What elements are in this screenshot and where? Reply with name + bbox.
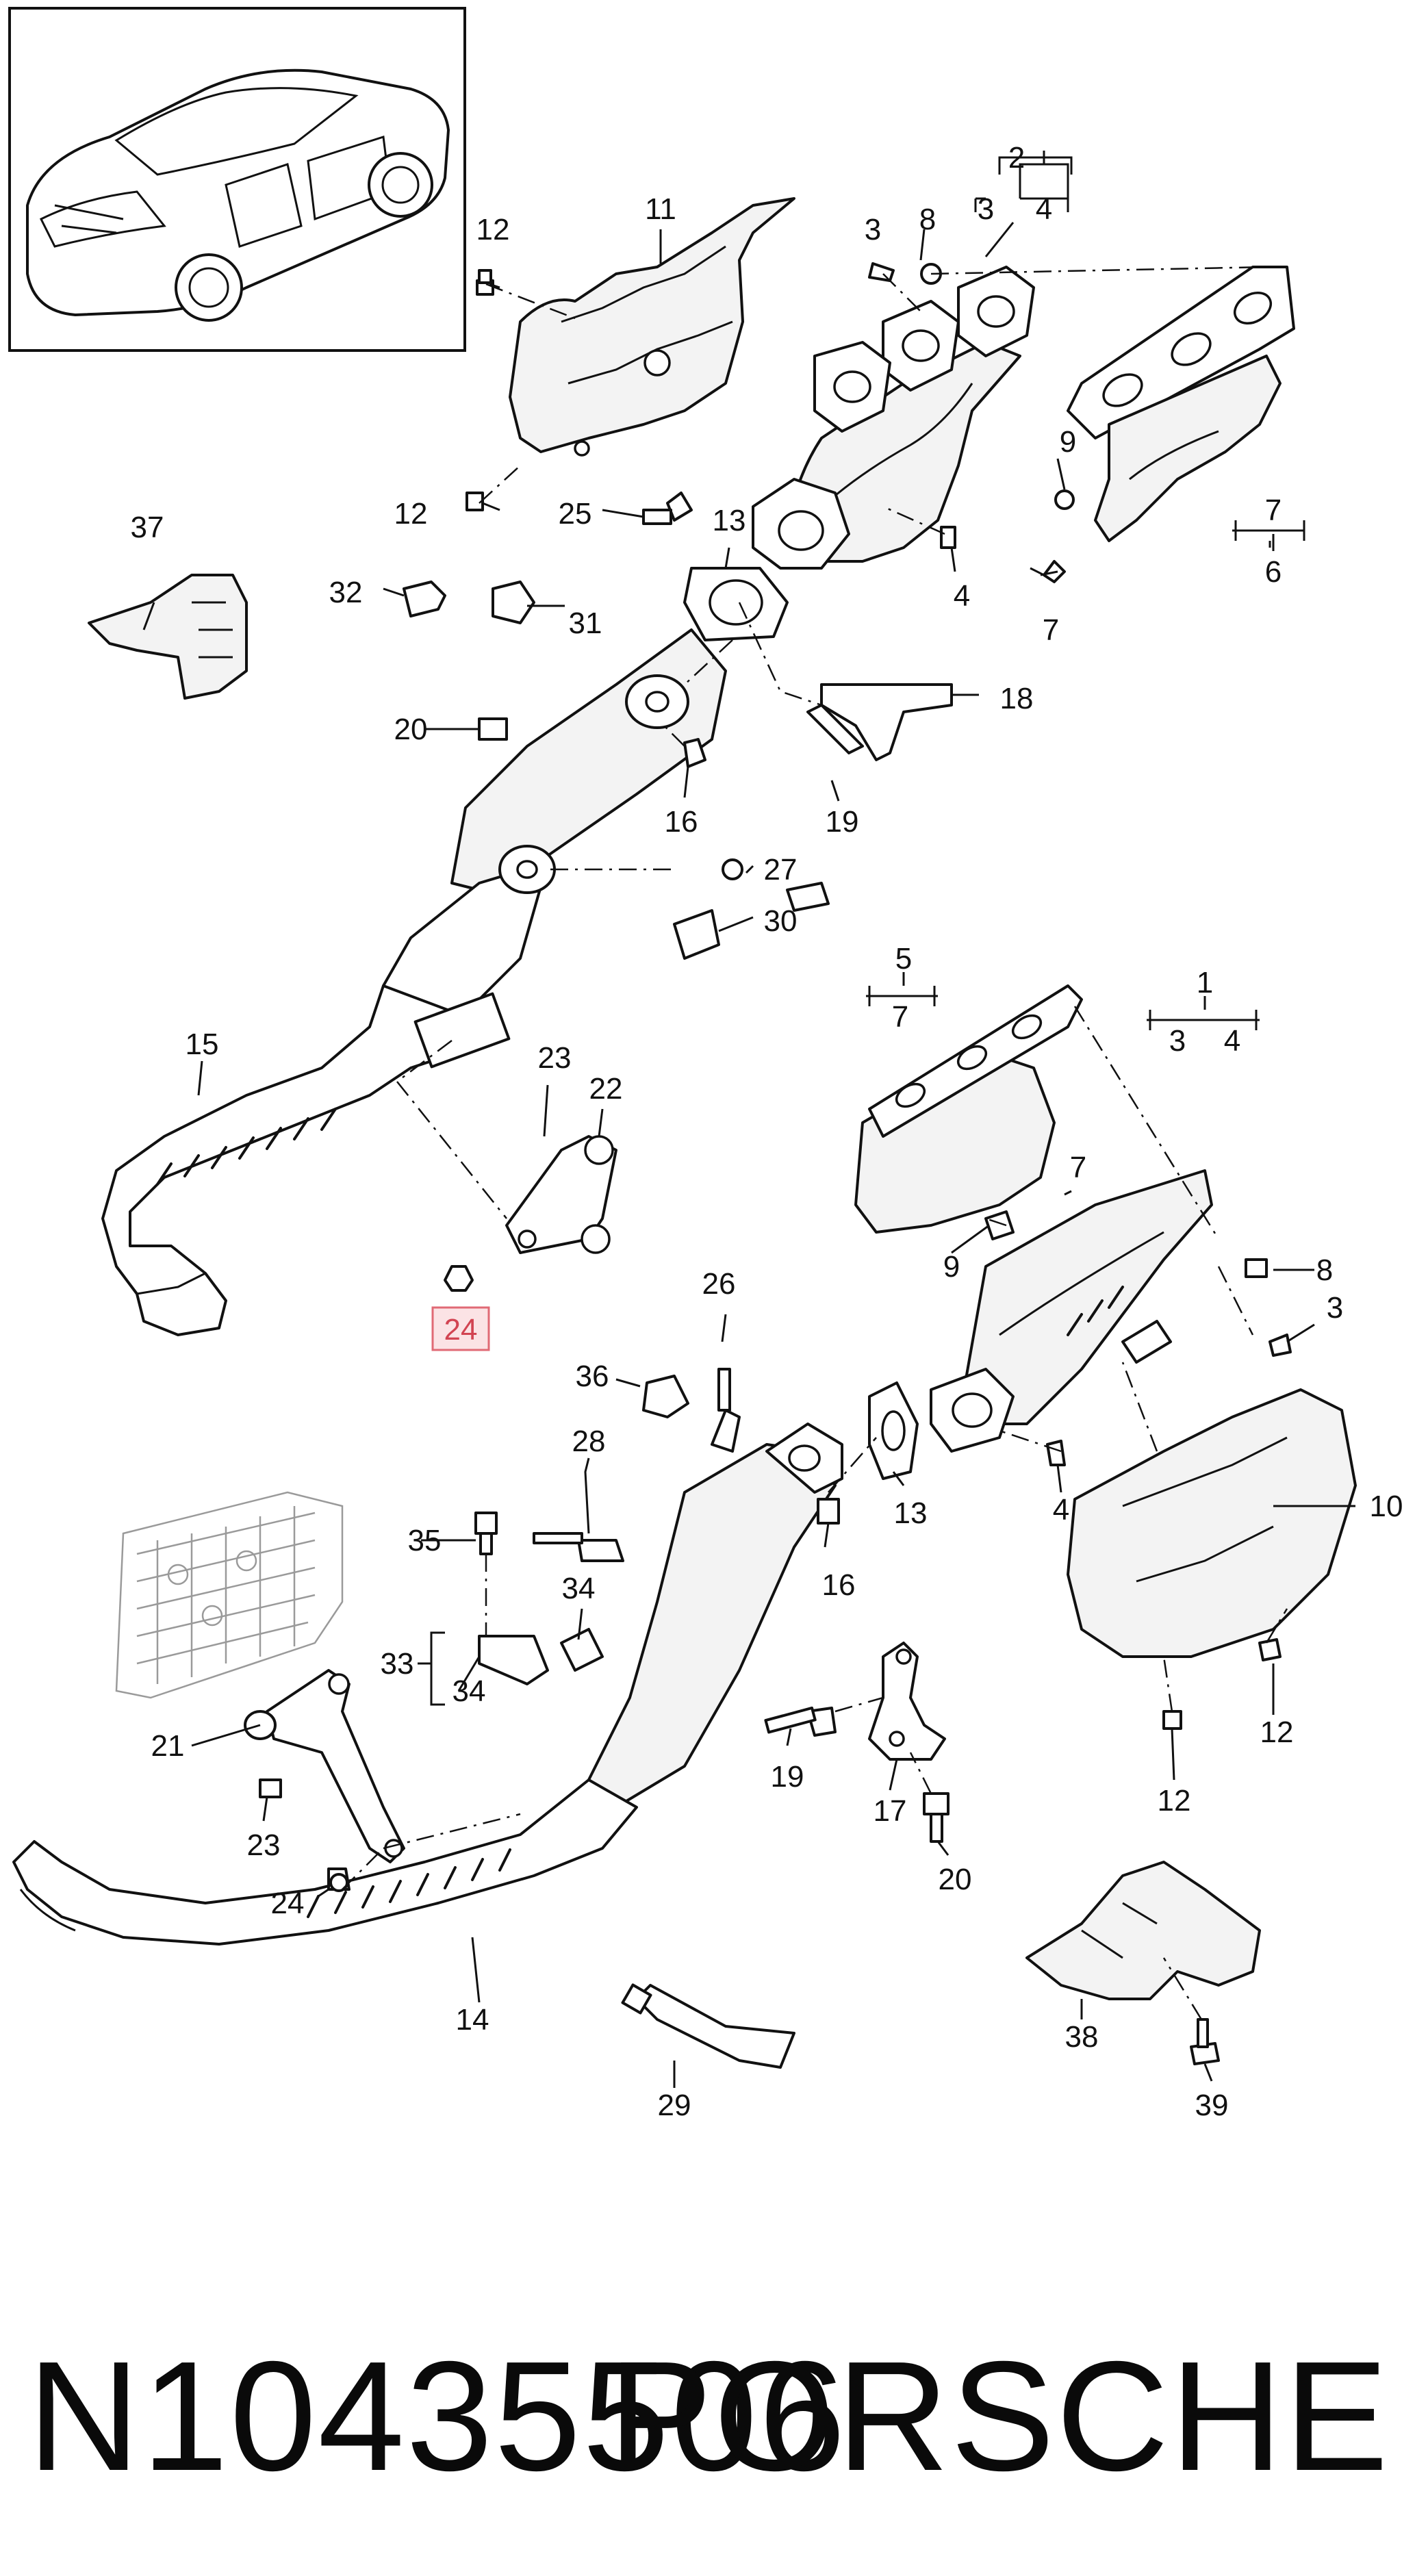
callout-13: 13 (894, 1496, 928, 1530)
callout-32: 32 (329, 576, 363, 609)
callout-39: 39 (1195, 2089, 1229, 2122)
callout-1: 1 (1197, 966, 1213, 999)
callout-12: 12 (1158, 1784, 1191, 1818)
callout-27: 27 (764, 853, 798, 887)
callout-3: 3 (865, 213, 881, 246)
callout-5: 5 (895, 942, 912, 975)
gasket-13-mid (868, 1381, 919, 1480)
callout-3: 3 (978, 192, 994, 226)
heat-shield-10 (1067, 1388, 1357, 1658)
callout-25: 25 (559, 497, 592, 531)
callout-19: 19 (826, 805, 859, 839)
bracket-21 (244, 1669, 405, 1863)
manifold-gasket-7-top (1067, 266, 1295, 439)
callout-18: 18 (1000, 682, 1034, 715)
heat-shield-11 (509, 197, 795, 457)
callout-16: 16 (822, 1568, 856, 1602)
callout-36: 36 (576, 1360, 609, 1393)
callout-3: 3 (1169, 1024, 1186, 1058)
paste-tube-29 (621, 1983, 795, 2069)
callout-8: 8 (1316, 1253, 1333, 1287)
callout-38: 38 (1065, 2020, 1099, 2054)
brand-name: PORSCHE (608, 2330, 1390, 2503)
callout-9: 9 (943, 1250, 960, 1284)
vehicle-thumbnail (8, 7, 466, 352)
callout-13: 13 (713, 504, 746, 537)
callout-23: 23 (538, 1041, 572, 1075)
callout-4: 4 (1036, 192, 1052, 226)
callout-30: 30 (764, 904, 798, 938)
callout-17: 17 (874, 1794, 907, 1828)
callout-20: 20 (939, 1863, 972, 1896)
callout-3: 3 (1327, 1291, 1343, 1325)
callout-7: 7 (1043, 613, 1059, 647)
callout-12: 12 (1260, 1716, 1294, 1749)
exhaust-manifold-1 (930, 1169, 1213, 1453)
callout-9: 9 (1060, 425, 1076, 459)
callout-4: 4 (1224, 1024, 1240, 1058)
highlighted-callout[interactable]: 24 (431, 1265, 490, 1351)
callout-11: 11 (645, 192, 676, 226)
callout-31: 31 (569, 607, 602, 640)
gasket-13-top (683, 567, 789, 641)
callout-4: 4 (1053, 1493, 1069, 1527)
callout-34: 34 (452, 1674, 486, 1708)
highlight-box (431, 1306, 490, 1351)
callout-8: 8 (919, 203, 936, 236)
callout-24: 24 (271, 1887, 305, 1920)
exhaust-manifold-2 (752, 266, 1035, 570)
callout-26: 26 (702, 1267, 736, 1301)
part-number: N10435506 (27, 2330, 847, 2503)
callout-23: 23 (247, 1828, 281, 1862)
heat-shield-5 (854, 984, 1083, 1234)
heat-shield-6 (1094, 355, 1282, 542)
callout-2: 2 (1008, 141, 1025, 175)
bracket-37 (88, 574, 248, 700)
callout-33: 33 (381, 1647, 414, 1681)
engine-block-outline (115, 1491, 344, 1699)
callout-29: 29 (658, 2089, 691, 2122)
callout-19: 19 (771, 1760, 804, 1794)
callout-12: 12 (476, 213, 510, 246)
callout-7: 7 (1265, 494, 1282, 527)
callout-37: 37 (131, 511, 164, 544)
callout-35: 35 (408, 1524, 442, 1557)
callout-16: 16 (665, 805, 698, 839)
callout-12: 12 (394, 497, 428, 531)
callout-labels: 11 12 12 2 3 4 3 8 9 7 6 7 4 13 25 37 32… (131, 141, 1403, 2122)
callout-7: 7 (892, 1000, 908, 1034)
callout-28: 28 (572, 1425, 606, 1458)
callout-22: 22 (589, 1072, 623, 1106)
small-hardware-upper (403, 262, 1075, 960)
callout-20: 20 (394, 713, 428, 746)
callout-15: 15 (186, 1028, 219, 1061)
callout-14: 14 (456, 2003, 489, 2037)
callout-7: 7 (1070, 1151, 1086, 1184)
highlighted-callout-number: 24 (444, 1313, 478, 1347)
callout-4: 4 (954, 579, 970, 613)
bracket-17 (868, 1642, 946, 1761)
footer: N10435506 PORSCHE (27, 2314, 1390, 2519)
callout-34: 34 (562, 1572, 596, 1605)
bracket-22 (505, 1135, 617, 1254)
exhaust-pipe-15 (101, 628, 727, 1336)
callout-21: 21 (151, 1729, 185, 1763)
exhaust-parts-diagram: 11 12 12 2 3 4 3 8 9 7 6 7 4 13 25 37 32… (8, 7, 1403, 2122)
callout-10: 10 (1370, 1490, 1403, 1523)
callout-6: 6 (1265, 555, 1282, 589)
assembly-lines (342, 266, 1288, 2020)
bracket-38 (1025, 1861, 1261, 2000)
exhaust-pipe-14 (12, 1423, 843, 1946)
